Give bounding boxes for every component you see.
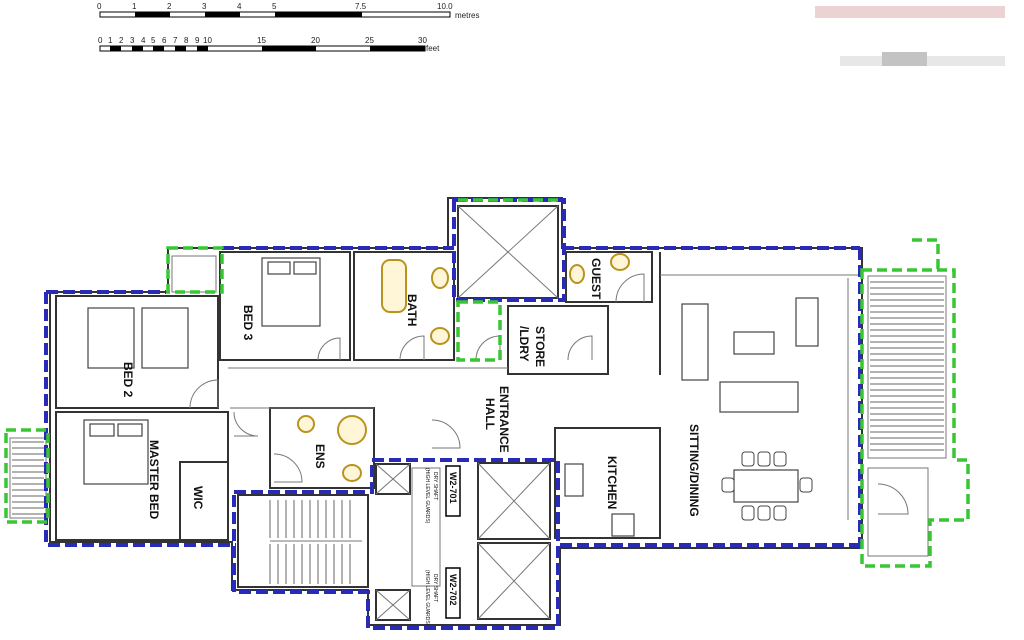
guest-basin-icon bbox=[569, 264, 585, 284]
label-bed-2: BED 2 bbox=[121, 362, 135, 398]
imperial-tick-20: 20 bbox=[311, 36, 320, 45]
label-ens: ENS bbox=[313, 444, 327, 469]
sanitary-fixtures bbox=[297, 253, 630, 482]
dining-chair bbox=[757, 505, 771, 521]
green-boundary bbox=[4, 198, 970, 568]
metric-tick-0: 0 bbox=[97, 2, 102, 11]
faded-title-block bbox=[815, 6, 1005, 66]
label-bed-3: BED 3 bbox=[241, 305, 255, 341]
dining-chair bbox=[773, 505, 787, 521]
dining-chair bbox=[757, 451, 771, 467]
toilet-icon bbox=[431, 267, 449, 289]
label-ldry: /LDRY bbox=[517, 326, 531, 362]
imperial-tick-8: 8 bbox=[184, 36, 189, 45]
imperial-tick-9: 9 bbox=[195, 36, 200, 45]
imperial-tick-0: 0 bbox=[98, 36, 103, 45]
dining-chair bbox=[773, 451, 787, 467]
imperial-tick-15: 15 bbox=[257, 36, 266, 45]
imperial-tick-10: 10 bbox=[203, 36, 212, 45]
shaft-label-top-2: (HIGH LEVEL GUARDS) bbox=[424, 468, 430, 524]
imperial-tick-7: 7 bbox=[173, 36, 178, 45]
metric-tick-5: 5 bbox=[272, 2, 277, 11]
ens-basin-icon bbox=[342, 464, 362, 482]
guest-toilet-icon bbox=[610, 253, 630, 271]
stair-core bbox=[237, 494, 369, 588]
shaft-label-bottom-1: DRY SHAFT bbox=[432, 574, 438, 602]
shaft-code-top: W2-701 bbox=[448, 472, 458, 504]
metric-unit-label: metres bbox=[455, 11, 479, 20]
imperial-tick-5: 5 bbox=[151, 36, 156, 45]
shower-icon bbox=[337, 415, 367, 445]
metric-scale-bar: 0 1 2 3 4 5 7.5 10.0 metres bbox=[97, 2, 479, 20]
metric-tick-7-5: 7.5 bbox=[355, 2, 367, 11]
label-sitting-dining: SITTING/DINING bbox=[687, 424, 701, 517]
imperial-tick-30: 30 bbox=[418, 36, 427, 45]
basin-icon bbox=[430, 327, 450, 345]
metric-tick-4: 4 bbox=[237, 2, 242, 11]
bathtub-icon bbox=[381, 259, 407, 313]
imperial-tick-3: 3 bbox=[130, 36, 135, 45]
imperial-tick-2: 2 bbox=[119, 36, 124, 45]
imperial-tick-4: 4 bbox=[141, 36, 146, 45]
label-hall: HALL bbox=[483, 398, 497, 430]
label-store: STORE bbox=[533, 326, 547, 367]
label-master-bed: MASTER BED bbox=[147, 440, 161, 520]
dining-chair bbox=[799, 477, 813, 493]
imperial-scale-bar: 0 1 2 3 4 5 6 7 8 9 10 15 20 25 30 feet bbox=[98, 36, 440, 53]
dry-shafts bbox=[375, 463, 441, 621]
shaft-tags: W2-701 DRY SHAFT (HIGH LEVEL GUARDS) W2-… bbox=[424, 465, 461, 626]
label-kitchen: KITCHEN bbox=[605, 456, 619, 509]
label-wic: WIC bbox=[191, 486, 205, 510]
imperial-tick-6: 6 bbox=[162, 36, 167, 45]
label-entrance: ENTRANCE bbox=[497, 386, 511, 453]
furniture bbox=[83, 257, 819, 537]
metric-tick-2: 2 bbox=[167, 2, 172, 11]
shaft-label-bottom-2: (HIGH LEVEL GUARDS) bbox=[424, 570, 430, 626]
ens-toilet-icon bbox=[297, 415, 315, 433]
imperial-tick-1: 1 bbox=[108, 36, 113, 45]
balconies bbox=[9, 255, 947, 557]
shaft-code-bottom: W2-702 bbox=[448, 574, 458, 606]
dining-chair bbox=[741, 451, 755, 467]
metric-tick-1: 1 bbox=[132, 2, 137, 11]
label-guest: GUEST bbox=[589, 258, 603, 300]
dining-chair bbox=[721, 477, 735, 493]
label-bath: BATH bbox=[405, 294, 419, 326]
shaft-label-top-1: DRY SHAFT bbox=[432, 472, 438, 500]
dining-chair bbox=[741, 505, 755, 521]
imperial-unit-label: feet bbox=[426, 44, 440, 53]
metric-tick-10: 10.0 bbox=[437, 2, 453, 11]
room-labels: BED 3 BED 2 MASTER BED WIC ENS BATH STOR… bbox=[121, 258, 701, 520]
imperial-tick-25: 25 bbox=[365, 36, 374, 45]
metric-tick-3: 3 bbox=[202, 2, 207, 11]
